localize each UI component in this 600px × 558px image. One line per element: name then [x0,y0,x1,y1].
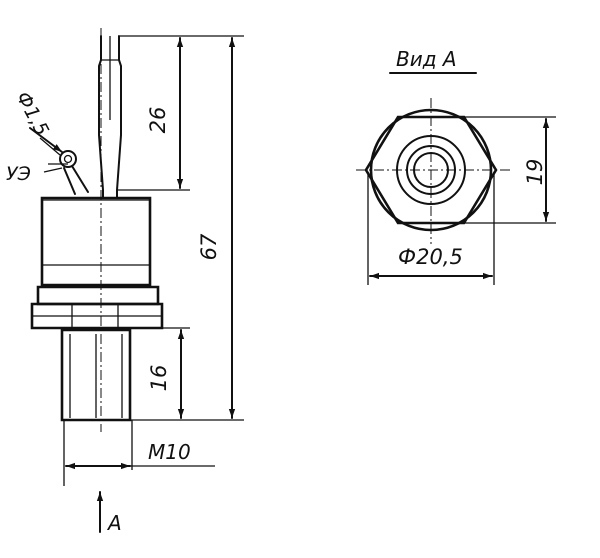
view-a: Вид А 19 Ф20,5 [356,47,556,285]
dim-total-length: 67 [197,233,221,260]
threaded-stud [60,328,132,422]
device-body [40,196,152,287]
main-lead [98,35,122,199]
view-arrow-label: А [106,511,122,535]
control-electrode [39,137,89,195]
dim-flat-width: 19 [523,159,547,186]
side-view [30,28,164,432]
dim-stud-length: 16 [147,365,171,392]
label-lead: УЭ [6,163,31,185]
hex-base [30,285,164,330]
dim-thread: M10 [148,440,191,464]
dim-lead-length: 26 [146,107,170,134]
dim-lead-diameter: Ф1,5 [12,88,53,139]
view-title: Вид А [396,47,457,71]
dim-body-diameter: Ф20,5 [398,245,463,269]
